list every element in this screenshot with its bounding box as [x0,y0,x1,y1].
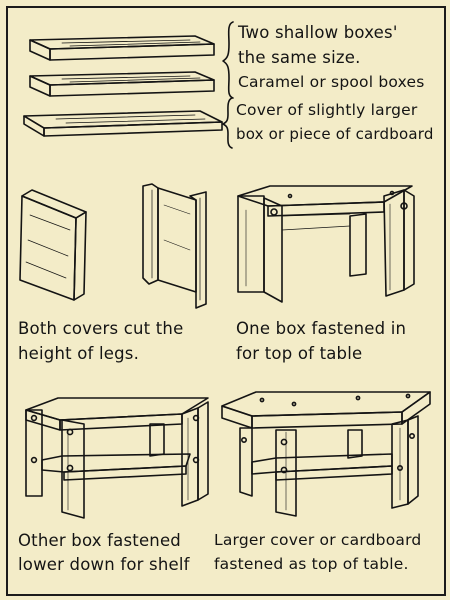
brace-boxes [222,21,234,99]
caption-step-4-line-1: Larger cover or cardboard [214,531,422,549]
table-step-three [25,397,209,519]
caption-step-1-line-1: Both covers cut the [18,319,184,338]
caption-step-2-line-2: for top of table [236,344,363,363]
note-cover-line-2: box or piece of cardboard [236,125,434,143]
brace-cover [222,97,233,149]
shallow-box-2 [29,71,215,97]
table-step-four [221,391,431,517]
table-step-two [237,185,415,303]
page-border [6,6,446,596]
cut-cover-left [19,189,87,301]
shallow-box-1 [29,35,215,61]
caption-step-4-line-2: fastened as top of table. [214,555,409,573]
caption-step-3-line-2: lower down for shelf [18,555,190,574]
caption-step-3-line-1: Other box fastened [18,531,181,550]
note-boxes-line-2: the same size. [238,48,361,67]
note-boxes-line-3: Caramel or spool boxes [238,73,425,91]
note-cover-line-1: Cover of slightly larger [236,101,418,119]
caption-step-2-line-1: One box fastened in [236,319,407,338]
caption-step-1-line-2: height of legs. [18,344,140,363]
cut-cover-right [142,183,207,309]
note-boxes-line-1: Two shallow boxes' [238,23,398,42]
cover-board [23,110,223,137]
